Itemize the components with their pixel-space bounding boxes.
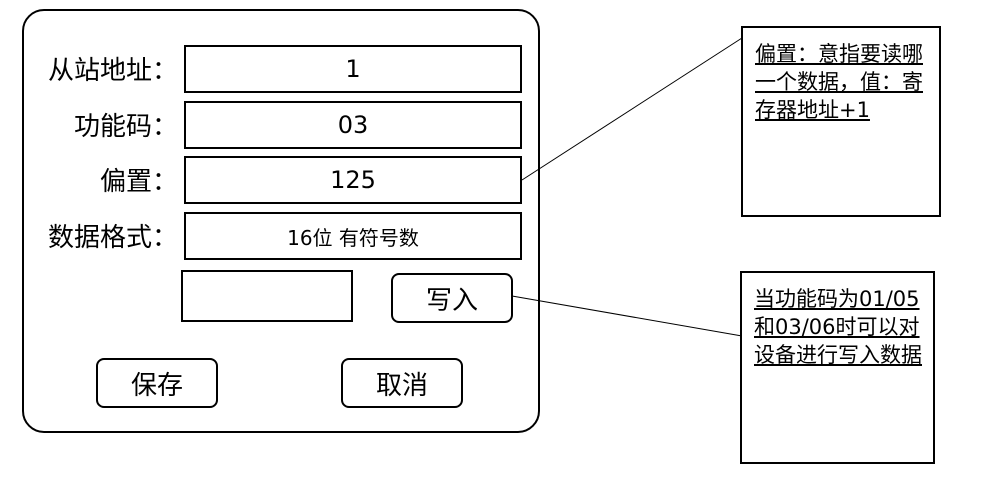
cancel-button[interactable]: 取消 xyxy=(341,358,463,408)
offset-connector-line xyxy=(521,37,743,181)
write-value-input[interactable] xyxy=(181,270,353,322)
function-code-label: 功能码： xyxy=(73,112,178,142)
offset-input[interactable]: 125 xyxy=(184,156,522,204)
offset-label: 偏置： xyxy=(99,167,178,197)
data-format-select[interactable]: 16位 有符号数 xyxy=(184,212,522,260)
slave-address-label: 从站地址： xyxy=(47,56,178,86)
function-code-input[interactable]: 03 xyxy=(184,101,522,149)
save-button[interactable]: 保存 xyxy=(96,358,218,408)
write-button[interactable]: 写入 xyxy=(391,273,513,323)
write-connector-line xyxy=(511,295,743,337)
slave-address-input[interactable]: 1 xyxy=(184,45,522,93)
data-format-label: 数据格式： xyxy=(47,223,178,253)
modbus-settings-dialog xyxy=(22,9,540,433)
write-annotation-note: 当功能码为01/05和03/06时可以对设备进行写入数据 xyxy=(740,271,935,464)
offset-annotation-note: 偏置：意指要读哪一个数据，值：寄存器地址+1 xyxy=(741,26,941,217)
